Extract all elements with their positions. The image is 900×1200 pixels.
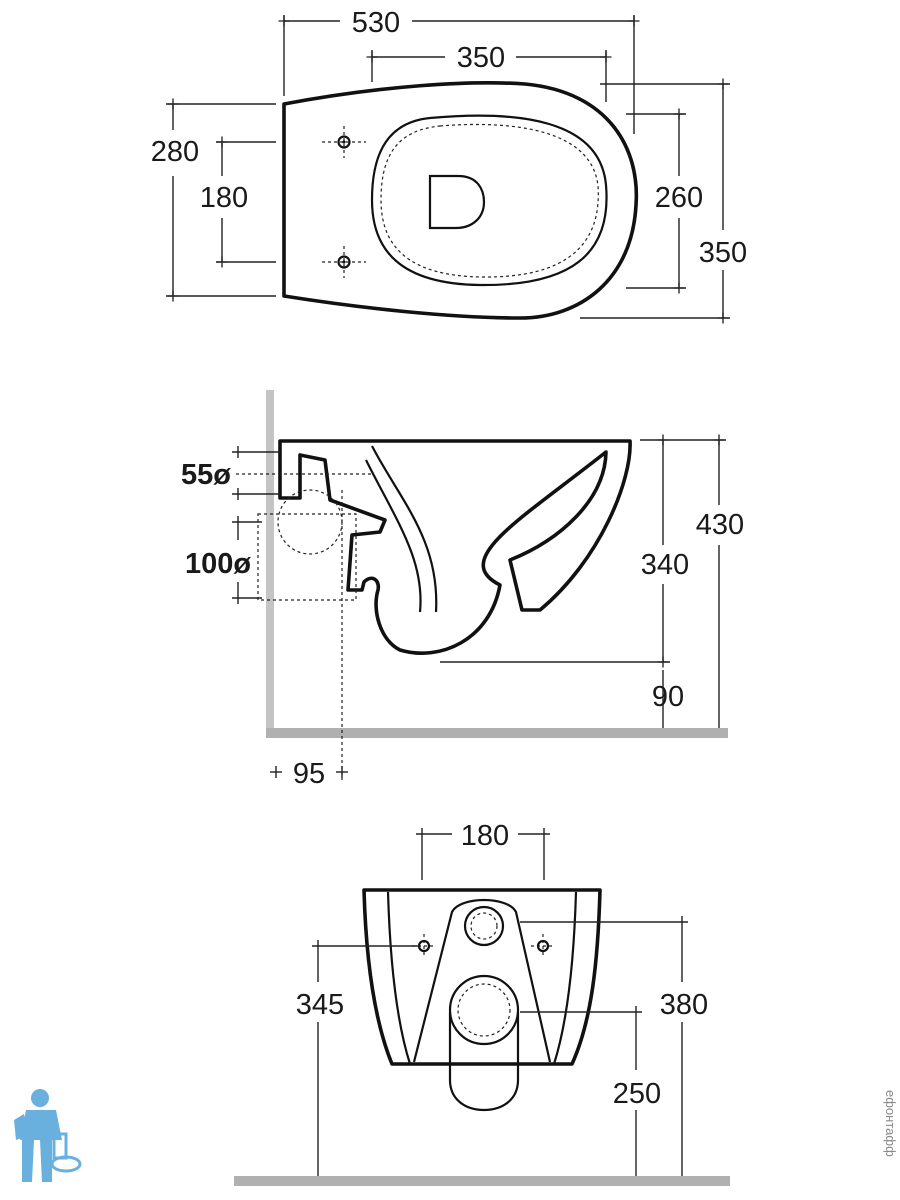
top-view-drain [428,174,486,230]
back-view-outlet-ring [448,974,520,1046]
top-view-seat-opening [370,114,608,287]
side-view-floor [266,728,728,738]
top-view-bowl-outline [282,81,639,320]
watermark-text: ефонтафф [883,1090,898,1157]
dim-side-outlet-diameter: 100ø [185,548,251,580]
dim-back-inlet-height: 380 [660,989,708,1021]
dim-side-floor-clearance: 90 [652,681,684,713]
dim-top-seat-width: 260 [655,182,703,214]
dim-side-outlet-offset: 95 [293,758,325,790]
top-view-mounting-hole-upper [322,126,366,158]
dim-side-inlet-diameter: 55ø [181,459,231,491]
side-view: 55ø 100ø 430 340 90 95 [181,390,744,790]
dim-top-bolt-spacing: 180 [200,182,248,214]
dim-side-height-total: 430 [696,509,744,541]
dim-top-width-total: 350 [699,237,747,269]
back-view-bolt-right [531,934,555,958]
dim-back-bolt-height: 345 [296,989,344,1021]
side-view-trap [365,445,438,613]
dim-top-length-total: 530 [352,7,400,39]
back-view-floor [234,1176,730,1186]
dim-back-bolt-spacing: 180 [461,820,509,852]
back-view-rib [412,898,552,1063]
dim-side-bowl-height: 340 [641,549,689,581]
back-view-outlet [448,1012,520,1112]
dim-top-width-back: 280 [151,136,199,168]
plumber-mascot-logo [14,1089,82,1182]
dim-top-length-bowl: 350 [457,42,505,74]
back-view-inner-left [386,891,412,1065]
top-view-mounting-hole-lower [322,246,366,278]
back-view: 180 345 380 250 [234,820,730,1186]
back-view-inner-right [552,891,578,1065]
top-view: 530 350 280 180 260 350 [151,7,747,324]
side-view-bowl [278,439,632,655]
back-view-inlet [463,905,505,947]
dim-back-outlet-height: 250 [613,1078,661,1110]
top-view-seat-inner [380,123,599,278]
